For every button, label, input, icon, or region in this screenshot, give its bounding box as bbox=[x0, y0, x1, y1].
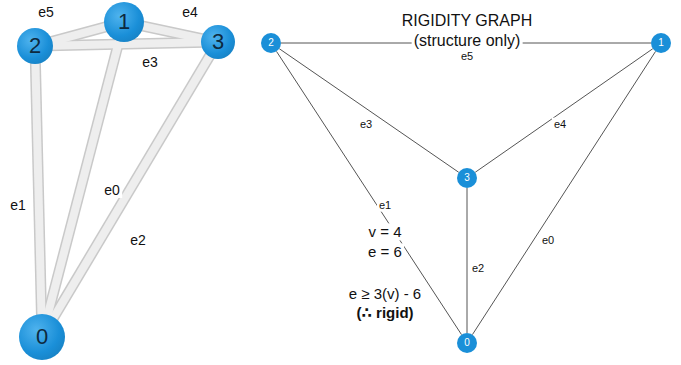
edge-label: e3 bbox=[140, 54, 160, 70]
rod bbox=[49, 42, 205, 45]
edge-label: e5 bbox=[459, 50, 475, 63]
vertex-number: 2 bbox=[29, 35, 41, 57]
graph-edge bbox=[276, 51, 461, 334]
note-text: (structure only) bbox=[412, 32, 523, 50]
edge-label: e1 bbox=[8, 197, 28, 213]
vertex-number: 1 bbox=[118, 11, 130, 33]
edge-label: e4 bbox=[180, 4, 200, 20]
vertex-circle: 0 bbox=[457, 333, 477, 353]
joint-sphere: 1 bbox=[104, 2, 144, 42]
vertex-number: 3 bbox=[212, 31, 224, 53]
vertex-circle: 3 bbox=[457, 168, 477, 188]
rod-outline bbox=[49, 26, 109, 42]
vertex-number: 0 bbox=[36, 326, 48, 348]
vertex-circle: 2 bbox=[261, 33, 281, 53]
rod bbox=[49, 26, 109, 42]
rod-outline bbox=[35, 60, 41, 318]
note-text: e = 6 bbox=[366, 243, 404, 260]
rod-outline bbox=[52, 53, 212, 321]
graph-edge bbox=[472, 51, 655, 334]
edge-label: e2 bbox=[128, 232, 148, 248]
vertex-number: 1 bbox=[658, 38, 664, 48]
note-text: (∴ rigid) bbox=[354, 304, 415, 321]
joint-sphere: 0 bbox=[19, 314, 65, 360]
note-text: v = 4 bbox=[367, 223, 404, 240]
edge-label: e0 bbox=[102, 182, 122, 198]
edge-label: e1 bbox=[377, 199, 393, 212]
vertex-number: 3 bbox=[464, 173, 470, 183]
graph-edge bbox=[475, 49, 653, 173]
rod-outline bbox=[49, 42, 205, 45]
vertex-circle: 1 bbox=[651, 33, 671, 53]
rod bbox=[47, 37, 120, 318]
edge-label: e3 bbox=[358, 118, 374, 131]
graph-edge bbox=[467, 188, 468, 333]
edge-label: e0 bbox=[540, 234, 556, 247]
edge-label: e5 bbox=[36, 4, 56, 20]
rod bbox=[140, 25, 206, 39]
rod bbox=[35, 60, 41, 318]
note-text: e ≥ 3(v) - 6 bbox=[347, 285, 423, 302]
graph-edge bbox=[279, 49, 459, 173]
vertex-number: 2 bbox=[268, 38, 274, 48]
rod bbox=[52, 53, 212, 321]
edge-label: e4 bbox=[552, 118, 568, 131]
vertex-number: 0 bbox=[464, 338, 470, 348]
graph-title: RIGIDITY GRAPH bbox=[400, 12, 534, 30]
rod-outlines bbox=[35, 25, 211, 320]
edge-label: e2 bbox=[470, 262, 486, 275]
joint-sphere: 3 bbox=[201, 25, 235, 59]
rod-outline bbox=[140, 25, 206, 39]
joint-sphere: 2 bbox=[17, 28, 53, 64]
